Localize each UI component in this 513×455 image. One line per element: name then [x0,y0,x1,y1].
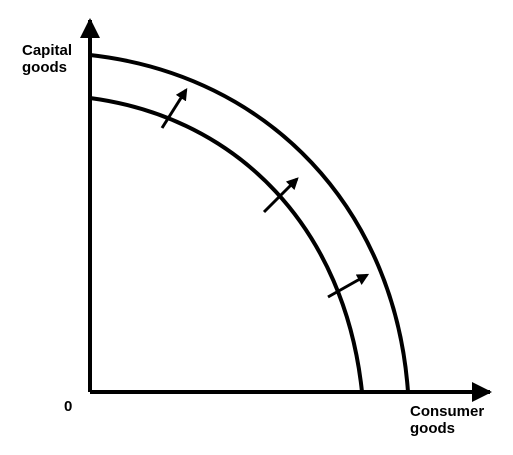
x-axis-label: Consumer goods [410,403,484,437]
x-axis-label-line-2: goods [410,420,455,437]
original-ppf-curve [89,96,364,393]
origin-label: 0 [64,398,73,415]
y-axis-label-line-2: goods [22,59,67,76]
shift-arrow-middle [262,177,299,214]
shift-arrow-upper [160,87,188,129]
y-axis-label: Capital goods [22,42,72,76]
x-axis-label-line-1: Consumer [410,403,485,420]
y-axis-label-line-1: Capital [22,42,73,59]
shifted-ppf-curve [89,53,410,393]
shift-arrow-lower [327,273,370,299]
